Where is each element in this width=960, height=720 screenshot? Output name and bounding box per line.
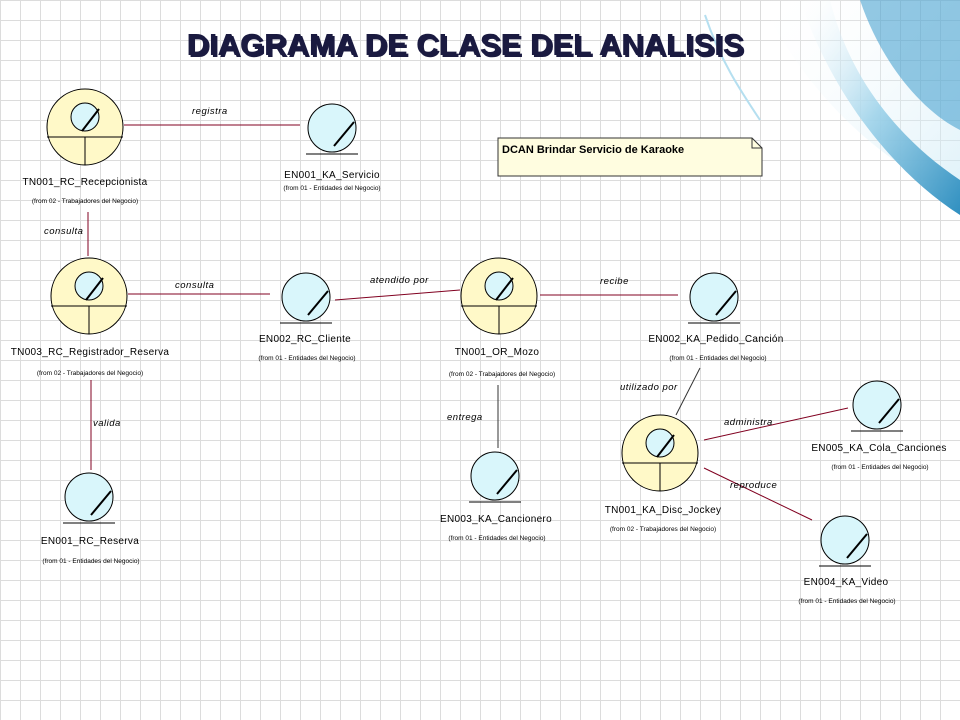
assoc-label-consulta-1: consulta [44, 226, 83, 237]
class-source-cola-canciones: (from 01 - Entidades del Negocio) [831, 464, 928, 471]
class-name-cliente: EN002_RC_Cliente [259, 334, 351, 345]
class-source-recepcionista: (from 02 - Trabajadores del Negocio) [32, 198, 138, 205]
class-source-pedido-cancion: (from 01 - Entidades del Negocio) [669, 355, 766, 362]
association-line-reproduce[interactable] [703, 467, 813, 521]
assoc-label-valida: valida [93, 418, 121, 429]
page-title: DIAGRAMA DE CLASE DEL ANALISIS [187, 27, 744, 62]
decorative-swoosh [704, 0, 960, 215]
business-entity-icon [281, 272, 331, 322]
assoc-label-consulta-2: consulta [175, 280, 214, 291]
class-name-cancionero: EN003_KA_Cancionero [440, 514, 552, 525]
class-name-disc-jockey: TN001_KA_Disc_Jockey [605, 505, 722, 516]
worker-recepcionista[interactable] [46, 88, 124, 166]
class-name-cola-canciones: EN005_KA_Cola_Canciones [811, 443, 946, 454]
association-line-administra[interactable] [703, 407, 849, 441]
class-name-registrador-reserva: TN003_RC_Registrador_Reserva [11, 347, 170, 358]
business-entity-icon [689, 272, 739, 322]
assoc-label-administra: administra [724, 417, 773, 428]
association-line-atendido-por[interactable] [334, 289, 461, 301]
worker-registrador-reserva[interactable] [50, 257, 128, 335]
entity-cancionero[interactable] [469, 451, 521, 503]
class-name-pedido-cancion: EN002_KA_Pedido_Canción [648, 334, 783, 345]
class-name-reserva: EN001_RC_Reserva [41, 536, 139, 547]
class-name-recepcionista: TN001_RC_Recepcionista [23, 177, 148, 188]
note-text: DCAN Brindar Servicio de Karaoke [502, 144, 684, 156]
entity-cliente[interactable] [280, 272, 332, 324]
business-entity-icon [852, 380, 902, 430]
business-entity-icon [307, 103, 357, 153]
page-title-shadow: DIAGRAMA DE CLASE DEL ANALISIS [189, 29, 746, 64]
assoc-label-registra: registra [192, 106, 228, 117]
association-line-utilizado-por[interactable] [675, 367, 701, 416]
association-labels: registra consulta consulta valida atendi… [44, 106, 777, 491]
assoc-label-recibe: recibe [600, 276, 629, 287]
class-source-disc-jockey: (from 02 - Trabajadores del Negocio) [610, 526, 716, 533]
class-source-video: (from 01 - Entidades del Negocio) [798, 598, 895, 605]
class-source-servicio: (from 01 - Entidades del Negocio) [283, 185, 380, 192]
class-source-cliente: (from 01 - Entidades del Negocio) [258, 355, 355, 362]
class-name-servicio: EN001_KA_Servicio [284, 170, 380, 181]
worker-disc-jockey[interactable] [621, 414, 699, 492]
worker-mozo[interactable] [460, 257, 538, 335]
class-name-mozo: TN001_OR_Mozo [455, 347, 540, 358]
entity-cola-canciones[interactable] [851, 380, 903, 432]
entity-reserva[interactable] [63, 472, 115, 524]
business-entity-icon [64, 472, 114, 522]
association-lines [87, 124, 849, 521]
class-source-registrador-reserva: (from 02 - Trabajadores del Negocio) [37, 370, 143, 377]
class-name-video: EN004_KA_Video [804, 577, 889, 588]
business-entity-icon [820, 515, 870, 565]
business-entity-icon [470, 451, 520, 501]
assoc-label-entrega: entrega [447, 412, 483, 423]
diagram-note[interactable]: DCAN Brindar Servicio de Karaoke [497, 137, 763, 177]
class-source-mozo: (from 02 - Trabajadores del Negocio) [449, 371, 555, 378]
assoc-label-reproduce: reproduce [730, 480, 777, 491]
entity-video[interactable] [819, 515, 871, 567]
entity-servicio[interactable] [306, 103, 358, 155]
assoc-label-utilizado-por: utilizado por [620, 382, 678, 393]
assoc-label-atendido-por: atendido por [370, 275, 429, 286]
class-labels: TN001_RC_Recepcionista (from 02 - Trabaj… [11, 170, 947, 605]
entity-pedido-cancion[interactable] [688, 272, 740, 324]
class-source-reserva: (from 01 - Entidades del Negocio) [42, 558, 139, 565]
class-source-cancionero: (from 01 - Entidades del Negocio) [448, 535, 545, 542]
